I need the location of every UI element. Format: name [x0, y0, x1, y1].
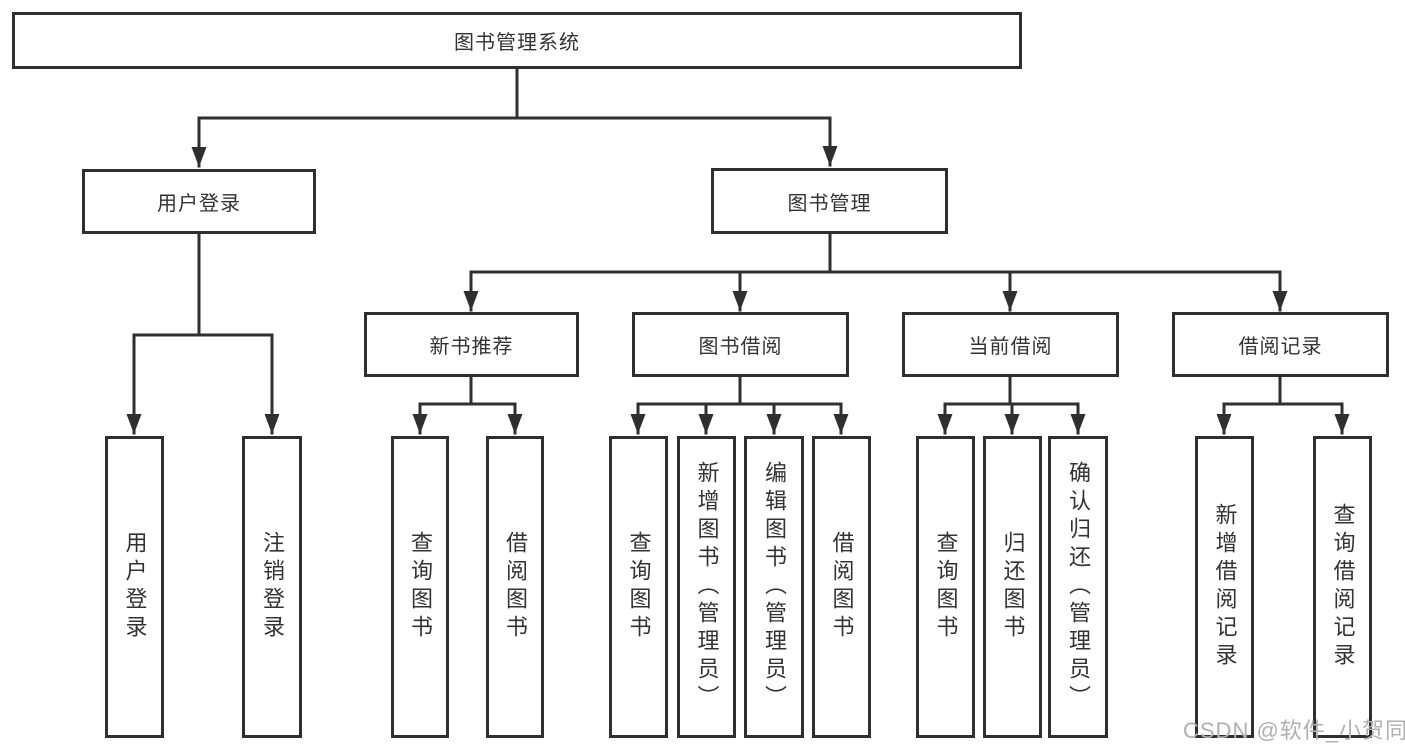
leaf-label: 用户登录 — [122, 531, 148, 643]
node-leaf-add-books-admin: 新增图书（管理员） — [677, 436, 736, 738]
node-current-borrow: 当前借阅 — [902, 312, 1119, 377]
leaf-label: 查询图书 — [626, 531, 652, 643]
node-leaf-query-borrow-record: 查询借阅记录 — [1313, 436, 1372, 738]
leaf-label: 新增图书（管理员） — [694, 461, 720, 713]
node-leaf-add-borrow-record: 新增借阅记录 — [1195, 436, 1254, 738]
node-leaf-confirm-return-admin: 确认归还（管理员） — [1048, 436, 1108, 738]
node-leaf-borrow-books-2: 借阅图书 — [812, 436, 871, 738]
node-borrow-records: 借阅记录 — [1172, 312, 1389, 377]
leaf-label: 新增借阅记录 — [1212, 503, 1238, 671]
node-leaf-query-books-3: 查询图书 — [916, 436, 975, 738]
leaf-label: 借阅图书 — [829, 531, 855, 643]
node-leaf-return-books: 归还图书 — [983, 436, 1042, 738]
leaf-label: 归还图书 — [1000, 531, 1026, 643]
node-book-management: 图书管理 — [711, 168, 948, 234]
node-leaf-logout: 注销登录 — [242, 436, 302, 738]
leaf-label: 确认归还（管理员） — [1066, 461, 1091, 713]
leaf-label: 编辑图书（管理员） — [762, 461, 787, 713]
node-leaf-query-books-2: 查询图书 — [609, 436, 668, 738]
node-leaf-edit-books-admin: 编辑图书（管理员） — [744, 436, 804, 738]
leaf-label: 借阅图书 — [503, 531, 528, 643]
node-book-borrow: 图书借阅 — [632, 312, 849, 377]
leaf-label: 查询图书 — [933, 531, 959, 643]
node-leaf-query-books-1: 查询图书 — [391, 436, 449, 738]
node-library-management-system: 图书管理系统 — [12, 12, 1022, 69]
node-new-book-recommend: 新书推荐 — [364, 312, 579, 377]
leaf-label: 注销登录 — [260, 531, 285, 643]
node-leaf-user-login: 用户登录 — [105, 436, 164, 738]
csdn-watermark: CSDN @软件_小贺同学 — [1183, 718, 1405, 743]
node-leaf-borrow-books-1: 借阅图书 — [486, 436, 544, 738]
leaf-label: 查询图书 — [408, 531, 433, 643]
leaf-label: 查询借阅记录 — [1330, 503, 1356, 671]
node-user-login: 用户登录 — [82, 169, 316, 234]
